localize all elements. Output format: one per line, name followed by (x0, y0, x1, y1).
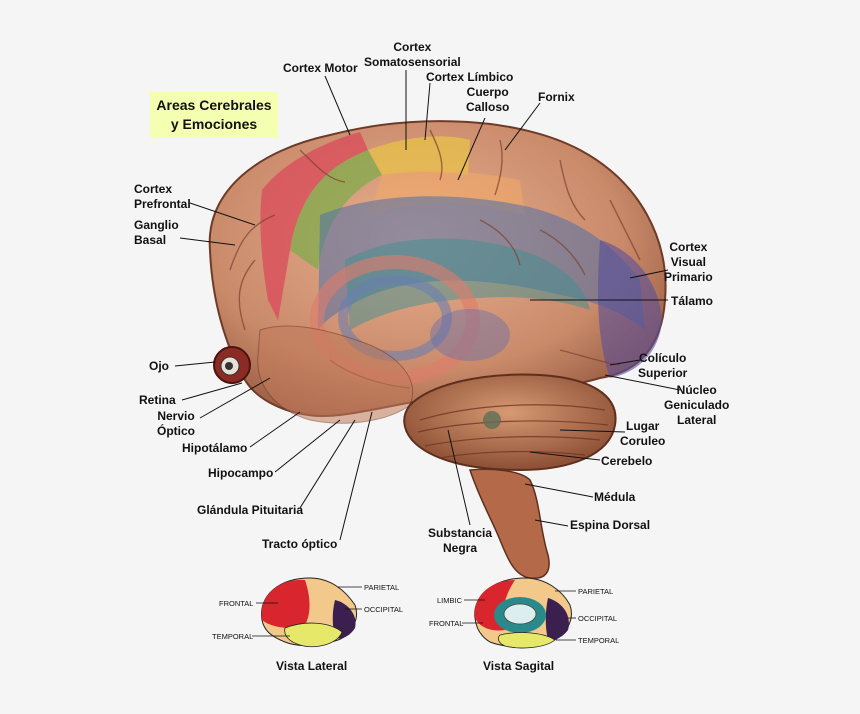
label-nucleo-geniculado-lateral: Núcleo Geniculado Lateral (664, 383, 730, 427)
label-cortex-visual-primario: Cortex Visual Primario (664, 240, 713, 284)
lateral-view-caption: Vista Lateral (276, 659, 348, 673)
thalamus (430, 309, 510, 361)
leader-lines (174, 70, 681, 541)
title-line1: Areas Cerebrales (156, 97, 272, 113)
limbic-ring-inner (338, 275, 452, 361)
sagittal-label-limbic: LIMBIC (437, 596, 463, 605)
label-hipotalamo: Hipotálamo (182, 441, 248, 455)
label-coliculo-superior: Colículo Superior (638, 351, 688, 380)
sagittal-label-occipital: OCCIPITAL (578, 614, 618, 623)
label-nervio-optico: Nervio Óptico (157, 409, 195, 438)
label-cerebelo: Cerebelo (601, 454, 653, 468)
label-medula: Médula (594, 490, 636, 504)
lateral-label-temporal: TEMPORAL (212, 632, 254, 641)
label-substancia-negra: Substancia Negra (428, 526, 493, 555)
title: Areas Cerebrales y Emociones (150, 96, 278, 134)
lateral-label-parietal: PARIETAL (364, 583, 400, 592)
cerebellum-folia (417, 404, 609, 459)
label-glandula-pituitaria: Glándula Pituitaria (197, 503, 304, 517)
label-cortex-prefrontal: Cortex Prefrontal (134, 182, 191, 211)
label-talamo: Tálamo (671, 294, 714, 308)
sagittal-view-brain (462, 577, 576, 649)
eye-pupil (225, 362, 233, 370)
title-line2: y Emociones (170, 116, 258, 132)
label-cortex-motor: Cortex Motor (283, 61, 358, 75)
label-lugar-coruleo: Lugar Coruleo (620, 419, 666, 448)
lateral-view-brain (252, 577, 362, 648)
sagittal-view-caption: Vista Sagital (483, 659, 555, 673)
frontal-band-red (260, 132, 368, 320)
label-cuerpo-calloso: Cuerpo Calloso (466, 85, 510, 114)
sagittal-label-frontal: FRONTAL (429, 619, 464, 628)
somato-yellow (368, 136, 470, 175)
title-box: Areas Cerebrales y Emociones (150, 92, 278, 138)
brainstem (468, 468, 550, 580)
label-hipocampo: Hipocampo (208, 466, 274, 480)
label-tracto-optico: Tracto óptico (262, 537, 338, 551)
sagittal-label-temporal: TEMPORAL (578, 636, 620, 645)
label-espina-dorsal: Espina Dorsal (570, 518, 651, 532)
label-ojo: Ojo (149, 359, 169, 373)
lateral-label-frontal: FRONTAL (219, 599, 254, 608)
label-retina: Retina (139, 393, 176, 407)
cerebellum (403, 373, 617, 472)
lateral-label-occipital: OCCIPITAL (364, 605, 404, 614)
locus-coeruleus (483, 411, 501, 429)
label-cortex-limbico: Cortex Límbico (426, 70, 514, 84)
sagittal-label-parietal: PARIETAL (578, 587, 614, 596)
label-fornix: Fornix (538, 90, 575, 104)
label-ganglio-basal: Ganglio Basal (134, 218, 179, 247)
label-cortex-somatosensorial: Cortex Somatosensorial (364, 40, 461, 69)
